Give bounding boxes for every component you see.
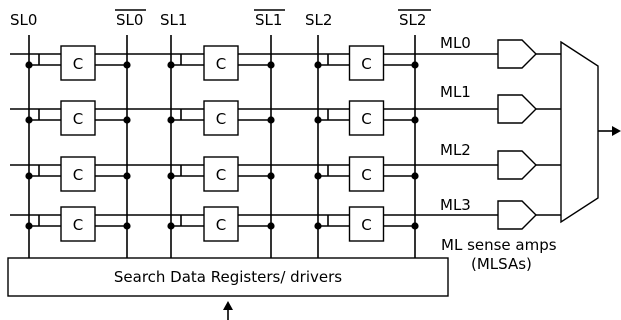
junction-dot-right-r2-c2 — [411, 172, 419, 180]
search-data-registers-label: Search Data Registers/ drivers — [114, 268, 342, 286]
cam-cell-label-r2-c2: C — [361, 166, 371, 184]
cam-cell-r1-c1 — [203, 100, 239, 136]
cam-cell-r2-c2 — [348, 156, 385, 192]
sense-amps-label: ML sense amps — [441, 236, 557, 254]
junction-dot-left-r2-c0 — [25, 172, 33, 180]
sl1-label: SL1 — [160, 11, 187, 29]
search-input-arrow — [223, 301, 233, 310]
cam-cell-label-r2-c0: C — [73, 166, 83, 184]
cam-cell-r3-c1 — [203, 206, 239, 242]
encoder-output-arrow — [612, 126, 621, 136]
cam-cell-label-r3-c1: C — [216, 216, 226, 234]
cam-cell-grid: C C C C C C C C C C C C — [25, 45, 419, 242]
cam-cell-r1-c0 — [60, 100, 96, 136]
priority-encoder-block — [560, 40, 599, 224]
junction-dot-left-r3-c2 — [314, 222, 322, 230]
cam-cell-label-r3-c2: C — [361, 216, 371, 234]
cam-cell-label-r0-c1: C — [216, 55, 226, 73]
cam-cell-r0-c1 — [203, 45, 239, 81]
junction-dot-left-r1-c2 — [314, 116, 322, 124]
junction-dot-right-r1-c1 — [267, 116, 275, 124]
cam-cell-label-r1-c2: C — [361, 110, 371, 128]
sense-amp-2 — [497, 150, 561, 180]
junction-dot-right-r2-c1 — [267, 172, 275, 180]
junction-dot-right-r1-c2 — [411, 116, 419, 124]
cam-cell-r0-c0 — [60, 45, 96, 81]
sl0-bar-label: SL0 — [116, 11, 143, 29]
junction-dot-left-r0-c2 — [314, 61, 322, 69]
ml3-label: ML3 — [440, 196, 471, 214]
cam-cell-label-r0-c2: C — [361, 55, 371, 73]
sl2-label: SL2 — [305, 11, 332, 29]
junction-dot-right-r0-c0 — [123, 61, 131, 69]
cam-cell-r2-c0 — [60, 156, 96, 192]
sl0-label: SL0 — [10, 11, 37, 29]
junction-dot-right-r2-c0 — [123, 172, 131, 180]
junction-dot-left-r1-c1 — [167, 116, 175, 124]
cam-cell-r3-c0 — [60, 206, 96, 242]
junction-dot-right-r3-c0 — [123, 222, 131, 230]
junction-dot-left-r3-c0 — [25, 222, 33, 230]
sl2-bar-label: SL2 — [399, 11, 426, 29]
cam-cell-label-r0-c0: C — [73, 55, 83, 73]
sl1-bar-label: SL1 — [255, 11, 282, 29]
cam-cell-r3-c2 — [348, 206, 385, 242]
junction-dot-right-r3-c1 — [267, 222, 275, 230]
cam-cell-label-r1-c0: C — [73, 110, 83, 128]
junction-dot-right-r1-c0 — [123, 116, 131, 124]
cam-cell-r2-c1 — [203, 156, 239, 192]
ml0-label: ML0 — [440, 34, 471, 52]
sense-amp-3 — [497, 200, 561, 230]
junction-dot-left-r3-c1 — [167, 222, 175, 230]
search-data-registers-box — [7, 257, 449, 297]
junction-dot-left-r2-c1 — [167, 172, 175, 180]
ml2-label: ML2 — [440, 141, 471, 159]
ml1-label: ML1 — [440, 83, 471, 101]
cam-cell-r0-c2 — [348, 45, 385, 81]
sense-amp-1 — [497, 94, 561, 124]
junction-dot-right-r0-c2 — [411, 61, 419, 69]
sense-amps-abbr-label: (MLSAs) — [471, 255, 532, 273]
junction-dot-left-r0-c0 — [25, 61, 33, 69]
cam-cell-label-r3-c0: C — [73, 216, 83, 234]
junction-dot-left-r2-c2 — [314, 172, 322, 180]
junction-dot-right-r3-c2 — [411, 222, 419, 230]
junction-dot-right-r0-c1 — [267, 61, 275, 69]
cam-cell-label-r1-c1: C — [216, 110, 226, 128]
junction-dot-left-r1-c0 — [25, 116, 33, 124]
sense-amp-0 — [497, 39, 561, 69]
junction-dot-left-r0-c1 — [167, 61, 175, 69]
cam-cell-r1-c2 — [348, 100, 385, 136]
cam-cell-label-r2-c1: C — [216, 166, 226, 184]
